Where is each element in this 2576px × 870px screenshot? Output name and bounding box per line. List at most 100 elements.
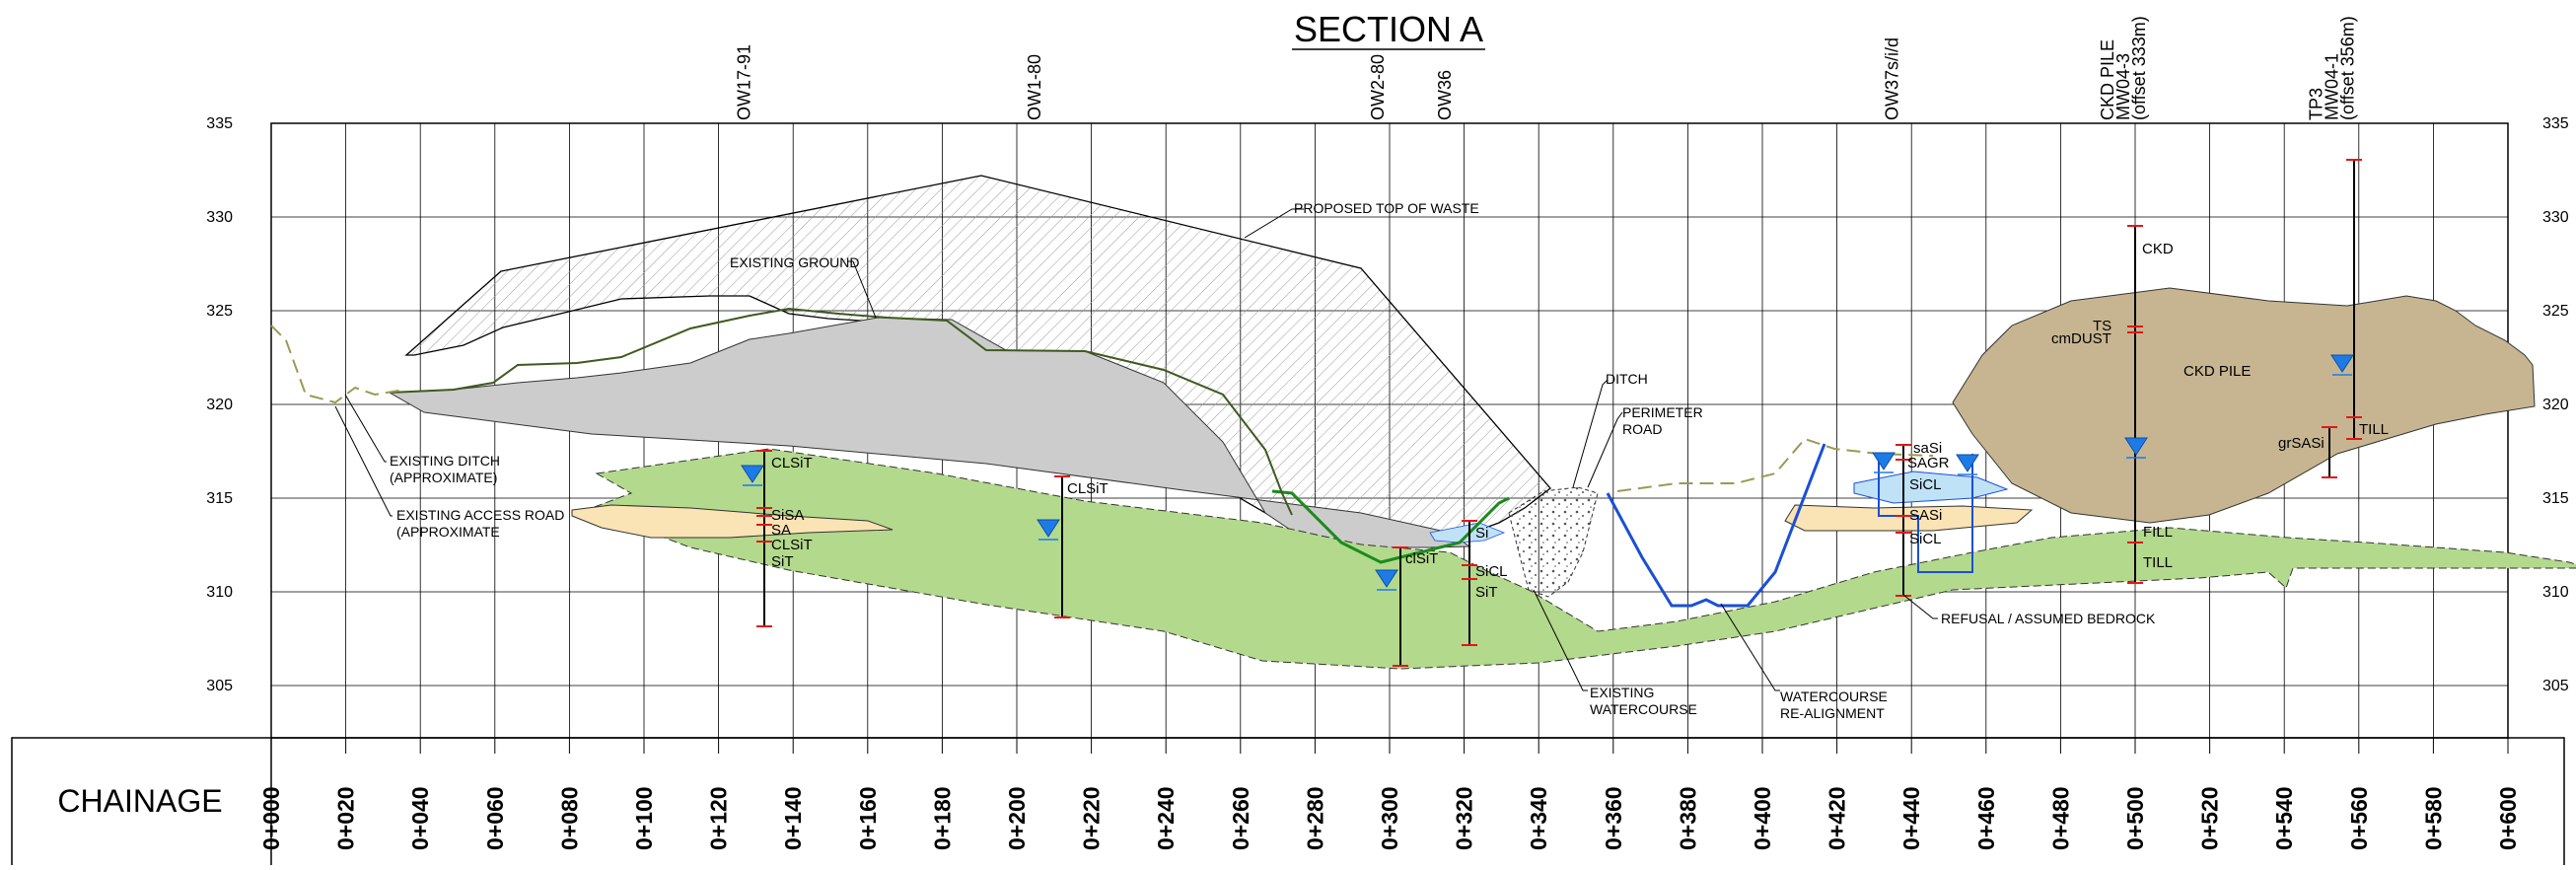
existing-ditch-label-1: EXISTING DITCH (390, 453, 500, 469)
watercourse-realignment-label-2: RE-ALIGNMENT (1780, 705, 1885, 721)
chainage-band (11, 737, 2565, 867)
borehole-ow1 (1054, 475, 1070, 618)
access-road-label-1: EXISTING ACCESS ROAD (396, 507, 564, 523)
borehole-header-label: OW36 (1435, 70, 1455, 120)
soil-ow36-1: Si (1475, 525, 1488, 542)
x-tick-label: 0+180 (929, 786, 955, 850)
soil-ow37-5: SiCL (1909, 531, 1942, 547)
chainage-label: CHAINAGE (57, 783, 222, 819)
borehole-header-label: OW1-80 (1025, 54, 1044, 120)
y-tick-right: 320 (2542, 397, 2569, 413)
x-tick-label: 0+200 (1004, 786, 1030, 850)
existing-watercourse-label-1: EXISTING (1590, 685, 1654, 700)
water-table-icon (1872, 452, 1896, 471)
x-tick-label: 0+080 (556, 786, 582, 850)
soil-mw041-2: TILL (2359, 421, 2389, 438)
y-tick-right: 330 (2542, 209, 2569, 226)
y-tick-left: 305 (206, 678, 233, 694)
ckd-pile-label: CKD PILE (2183, 363, 2251, 380)
borehole-header-label: (offset 356m) (2338, 16, 2358, 120)
y-tick-left: 335 (206, 115, 233, 132)
water-table-icon (2124, 437, 2148, 456)
watercourse-realignment-label-1: WATERCOURSE (1780, 689, 1888, 704)
proposed-top-label: PROPOSED TOP OF WASTE (1294, 200, 1479, 216)
x-tick-label: 0+360 (1601, 786, 1626, 850)
y-tick-right: 315 (2542, 490, 2569, 507)
x-tick-label: 0+600 (2495, 786, 2521, 850)
soil-mw043-2: cmDUST (2051, 330, 2111, 347)
existing-watercourse-label-2: WATERCOURSE (1590, 701, 1697, 717)
x-tick-label: 0+400 (1750, 786, 1775, 850)
x-tick-label: 0+480 (2047, 786, 2073, 850)
existing-ground-label: EXISTING GROUND (730, 254, 859, 270)
soil-ow2: clSiT (1405, 550, 1438, 567)
existing-ditch-label-2: (APPROXIMATE) (390, 470, 497, 485)
y-tick-left: 315 (206, 490, 233, 507)
x-tick-label: 0+220 (1079, 786, 1105, 850)
soil-ow17-5: SiT (771, 553, 794, 570)
water-table-icon (1375, 569, 1398, 588)
water-table-icon (2330, 354, 2354, 373)
borehole-header-label: MW04-1 (2323, 53, 2342, 120)
borehole-header-label: CKD PILE (2098, 39, 2117, 120)
y-tick-right: 325 (2542, 303, 2569, 320)
soil-ow17-1: CLSiT (771, 455, 813, 471)
access-road-label-2: (APPROXIMATE (396, 524, 500, 540)
y-tick-left: 320 (206, 397, 233, 413)
soil-ow17-3: SA (771, 522, 791, 539)
x-tick-label: 0+060 (482, 786, 508, 850)
ditch-fill (1508, 486, 1599, 598)
soil-ow37-2: SAGR (1907, 455, 1950, 471)
y-tick-right: 305 (2542, 678, 2569, 694)
existing-ground-line (389, 307, 1293, 516)
x-tick-label: 0+280 (1302, 786, 1327, 850)
soil-ow17-2: SiSA (771, 507, 804, 524)
water-lens-ow37 (1853, 471, 2009, 504)
refusal-label: REFUSAL / ASSUMED BEDROCK (1941, 611, 2156, 626)
x-tick-label: 0+140 (780, 786, 806, 850)
x-tick-label: 0+240 (1153, 786, 1179, 850)
sand-lens-ow37 (1784, 504, 2034, 532)
soil-ow1: CLSiT (1067, 480, 1109, 497)
x-tick-label: 0+440 (1898, 786, 1924, 850)
soil-mw043-1: TS (2093, 318, 2111, 334)
y-tick-left: 330 (206, 209, 233, 226)
soil-mw043-4: TILL (2143, 554, 2173, 571)
borehole-ow2 (1393, 546, 1408, 667)
x-tick-label: 0+460 (1973, 786, 1999, 850)
x-tick-label: 0+560 (2346, 786, 2372, 850)
x-tick-label: 0+420 (1825, 786, 1850, 850)
x-tick-label: 0+300 (1377, 786, 1402, 850)
water-table-markers (741, 354, 2354, 591)
x-tick-label: 0+260 (1228, 786, 1253, 850)
x-tick-label: 0+520 (2197, 786, 2223, 850)
y-tick-left: 325 (206, 303, 233, 320)
soil-ow37-4: SASi (1909, 507, 1942, 524)
borehole-ow17 (756, 450, 772, 627)
borehole-header-label: MW04-3 (2113, 53, 2133, 120)
leader-lines (334, 208, 1938, 691)
borehole-header-label: OW2-80 (1368, 54, 1388, 120)
clay-till-unit (590, 448, 2576, 670)
borehole-header-label: (offset 333m) (2129, 16, 2149, 120)
y-tick-left: 310 (206, 584, 233, 601)
existing-surface-dashed (270, 325, 405, 404)
sand-lens-ow17 (571, 504, 894, 539)
borehole-ow36 (1462, 520, 1477, 646)
x-tick-label: 0+380 (1675, 786, 1700, 850)
x-tick-label: 0+320 (1452, 786, 1477, 850)
y-tick-right: 335 (2542, 115, 2569, 132)
ditch-label: DITCH (1606, 371, 1648, 387)
x-tick-label: 0+020 (333, 786, 359, 850)
x-tick-label: 0+540 (2271, 786, 2297, 850)
x-tick-label: 0+500 (2122, 786, 2148, 850)
soil-mw043-3: FILL (2143, 524, 2173, 541)
x-tick-label: 0+100 (631, 786, 657, 850)
borehole-mw041 (2346, 159, 2362, 440)
perimeter-road-label-2: ROAD (1622, 421, 1662, 437)
